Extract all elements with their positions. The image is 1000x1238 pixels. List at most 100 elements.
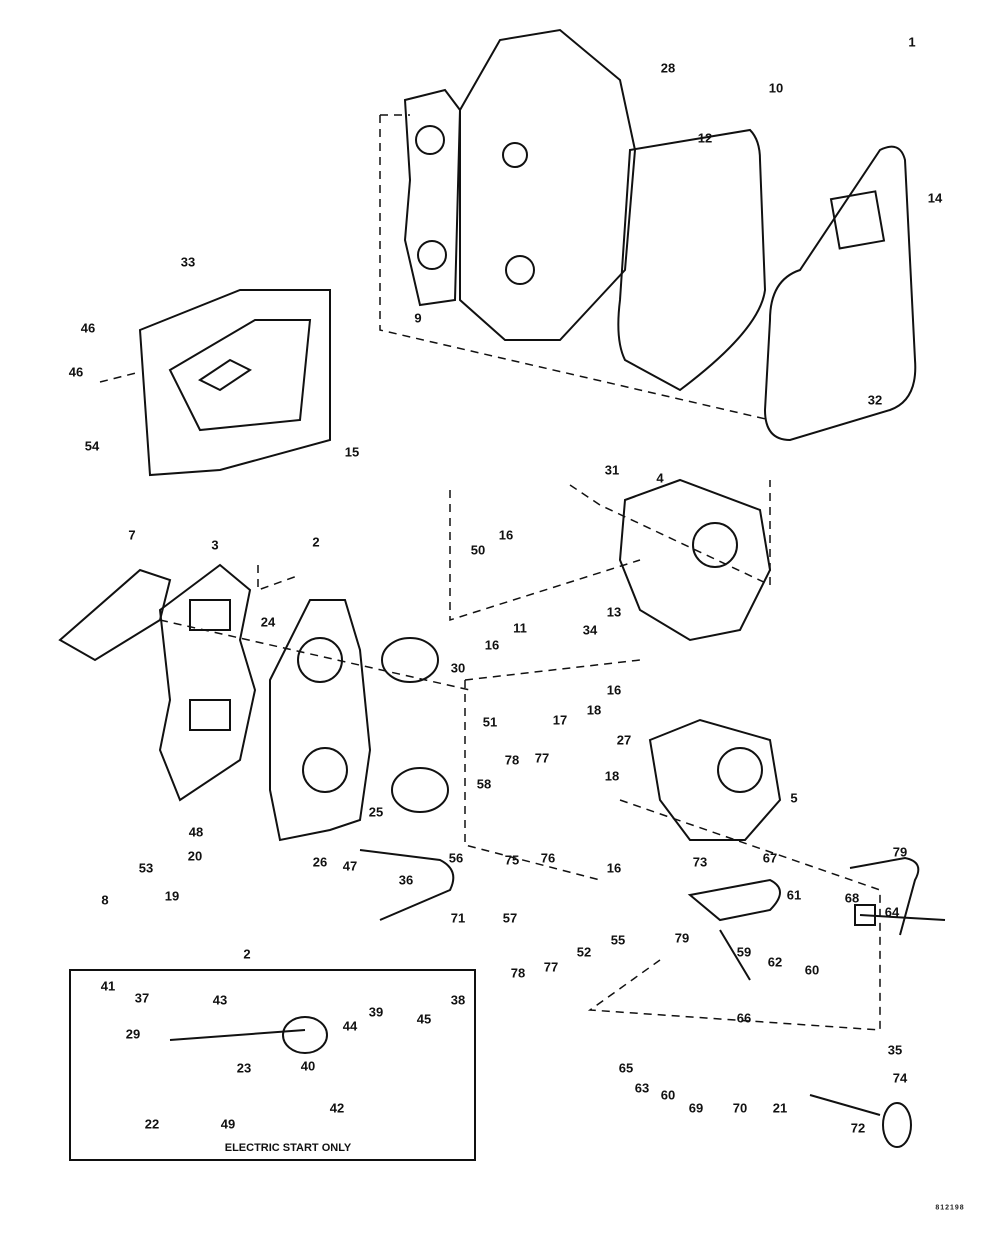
part-callout-14: 14 (927, 190, 943, 206)
part-callout-44: 44 (342, 1018, 358, 1034)
part-callout-21: 21 (772, 1100, 788, 1116)
part-callout-72: 72 (850, 1120, 866, 1136)
part-callout-77: 77 (534, 750, 550, 766)
part-callout-73: 73 (692, 854, 708, 870)
lever-59 (687, 878, 781, 981)
reed-plate-7 (58, 568, 172, 662)
part-callout-4: 4 (656, 470, 664, 486)
part-callout-33: 33 (180, 254, 196, 270)
gasket-10 (617, 128, 767, 392)
part-callout-53: 53 (138, 860, 154, 876)
part-callout-58: 58 (476, 776, 492, 792)
gasket-9 (403, 88, 462, 307)
part-callout-12: 12 (697, 130, 713, 146)
part-callout-47: 47 (342, 858, 358, 874)
part-callout-3: 3 (211, 537, 219, 553)
part-callout-56: 56 (448, 850, 464, 866)
part-callout-79: 79 (892, 844, 908, 860)
part-callout-18: 18 (604, 768, 620, 784)
part-callout-69: 69 (688, 1100, 704, 1116)
part-callout-67: 67 (762, 850, 778, 866)
inset-caption: ELECTRIC START ONLY (224, 1142, 352, 1154)
part-callout-34: 34 (582, 622, 598, 638)
part-callout-43: 43 (212, 992, 228, 1008)
part-callout-51: 51 (482, 714, 498, 730)
cover-1 (763, 145, 917, 442)
part-callout-2: 2 (243, 946, 251, 962)
inset-box (69, 969, 476, 1161)
hose-36 (359, 849, 455, 921)
part-callout-16: 16 (484, 637, 500, 653)
part-callout-77: 77 (543, 959, 559, 975)
part-callout-75: 75 (504, 852, 520, 868)
part-callout-30: 30 (450, 660, 466, 676)
part-callout-42: 42 (329, 1100, 345, 1116)
part-callout-17: 17 (552, 712, 568, 728)
carburetor-4 (618, 478, 772, 642)
part-callout-13: 13 (606, 604, 622, 620)
part-callout-41: 41 (100, 978, 116, 994)
part-callout-57: 57 (502, 910, 518, 926)
part-callout-59: 59 (736, 944, 752, 960)
part-callout-70: 70 (732, 1100, 748, 1116)
handle-72 (809, 1094, 912, 1148)
part-callout-37: 37 (134, 990, 150, 1006)
part-callout-65: 65 (618, 1060, 634, 1076)
part-callout-24: 24 (260, 614, 276, 630)
part-callout-66: 66 (736, 1010, 752, 1026)
intake-manifold-24 (269, 599, 372, 842)
part-callout-48: 48 (188, 824, 204, 840)
part-callout-40: 40 (300, 1058, 316, 1074)
part-callout-5: 5 (790, 790, 798, 806)
part-callout-50: 50 (470, 542, 486, 558)
part-callout-23: 23 (236, 1060, 252, 1076)
part-callout-18: 18 (586, 702, 602, 718)
part-callout-25: 25 (368, 804, 384, 820)
part-callout-64: 64 (884, 904, 900, 920)
part-callout-60: 60 (660, 1087, 676, 1103)
part-callout-8: 8 (101, 892, 109, 908)
part-callout-62: 62 (767, 954, 783, 970)
part-callout-1: 1 (908, 34, 916, 50)
silencer-15 (138, 289, 331, 477)
gasket-3 (158, 563, 257, 802)
part-callout-36: 36 (398, 872, 414, 888)
part-callout-2: 2 (312, 534, 320, 550)
gaskets-30 (381, 637, 449, 813)
part-callout-49: 49 (220, 1116, 236, 1132)
part-callout-63: 63 (634, 1080, 650, 1096)
part-callout-22: 22 (144, 1116, 160, 1132)
part-callout-45: 45 (416, 1011, 432, 1027)
part-callout-11: 11 (513, 620, 527, 636)
part-callout-28: 28 (660, 60, 676, 76)
part-callout-46: 46 (80, 320, 96, 336)
carburetor-5 (648, 718, 782, 841)
hose-79 (849, 856, 920, 936)
part-callout-16: 16 (606, 682, 622, 698)
part-callout-74: 74 (892, 1070, 908, 1086)
part-callout-68: 68 (844, 890, 860, 906)
part-callout-31: 31 (604, 462, 620, 478)
part-callout-29: 29 (125, 1026, 141, 1042)
part-callout-38: 38 (450, 992, 466, 1008)
part-callout-16: 16 (498, 527, 514, 543)
starter-solenoid-40 (169, 1016, 328, 1054)
part-callout-35: 35 (887, 1042, 903, 1058)
housing-28 (459, 28, 637, 341)
part-callout-15: 15 (344, 444, 360, 460)
part-callout-46: 46 (68, 364, 84, 380)
part-callout-61: 61 (786, 887, 802, 903)
part-callout-10: 10 (768, 80, 784, 96)
dashed-assembly-lines (99, 114, 881, 1031)
part-callout-55: 55 (610, 932, 626, 948)
part-callout-79: 79 (674, 930, 690, 946)
part-callout-60: 60 (804, 962, 820, 978)
part-callout-78: 78 (504, 752, 520, 768)
part-callout-9: 9 (414, 310, 422, 326)
part-callout-26: 26 (312, 854, 328, 870)
part-callout-54: 54 (84, 438, 100, 454)
shaft-64 (854, 904, 946, 926)
part-callout-76: 76 (540, 850, 556, 866)
